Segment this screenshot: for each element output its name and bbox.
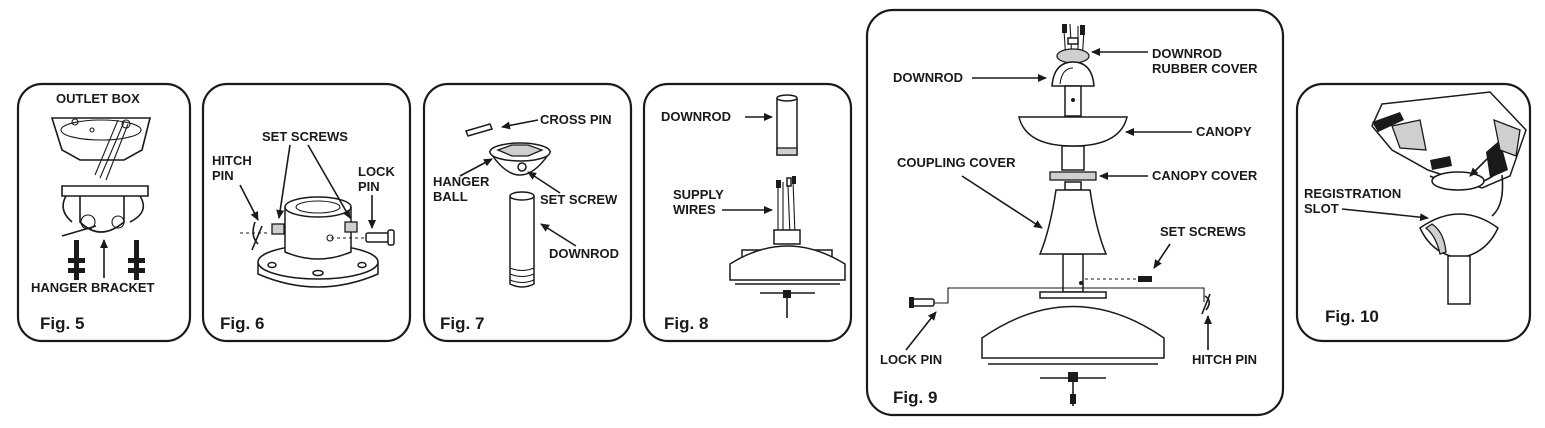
set-screw-arrow-right [307, 144, 351, 219]
fig6-caption: Fig. 6 [220, 314, 264, 333]
lock-pin-part [331, 229, 395, 246]
coupling-cover-label: COUPLING COVER [897, 155, 1016, 170]
supply-wires-label-line2: WIRES [673, 202, 716, 217]
hitch-pin-arrow [239, 184, 259, 221]
pin-guide-lines [912, 287, 1205, 304]
downrod-top-wires [1062, 23, 1085, 63]
hitch-pin-label-line1: HITCH [212, 153, 252, 168]
set-screw-arrow-left [276, 144, 291, 219]
downrod-label: DOWNROD [549, 246, 619, 261]
lock-pin-label-line1: LOCK [358, 164, 395, 179]
set-screws-label: SET SCREWS [1160, 224, 1246, 239]
outlet-box-drawing [50, 117, 152, 181]
fig10-panel: REGISTRATION SLOT Fig. 10 [1295, 82, 1532, 343]
hanger-bracket-drawing [61, 185, 149, 237]
hitch-pin-part [1201, 293, 1211, 315]
downrod-part [509, 191, 535, 288]
downrod-arrow [540, 223, 577, 247]
lock-pin-part [909, 297, 935, 308]
hanger-ball-label-line2: BALL [433, 189, 468, 204]
hitch-pin-label-line2: PIN [212, 168, 234, 183]
canopy-cover-part [1049, 171, 1097, 181]
registration-slot-label-line1: REGISTRATION [1304, 186, 1401, 201]
outlet-box-label: OUTLET BOX [56, 91, 140, 106]
fig9-panel: DOWNROD RUBBER COVER DOWNROD CANOPY CANO… [865, 8, 1285, 417]
lock-pin-label-line2: PIN [358, 179, 380, 194]
coupling-cover-arrow [961, 175, 1043, 229]
canopy-part [1018, 116, 1128, 147]
fig7-panel: CROSS PIN HANGER BALL SET SCREW DOWNROD … [422, 82, 633, 343]
lock-pin-arrow [905, 311, 937, 351]
canopy-cover-label: CANOPY COVER [1152, 168, 1258, 183]
set-screws-part [1085, 276, 1152, 282]
downrod-label: DOWNROD [661, 109, 731, 124]
cross-pin-part [464, 123, 494, 137]
supply-wires-part [776, 176, 796, 236]
set-screws-arrow [1153, 243, 1171, 269]
cross-pin-arrow [501, 119, 539, 130]
cross-pin-label: CROSS PIN [540, 112, 612, 127]
set-screw-label: SET SCREW [540, 192, 618, 207]
set-screws-label: SET SCREWS [262, 129, 348, 144]
hanger-bracket-label: HANGER BRACKET [31, 280, 155, 295]
registration-slot-arrow [1341, 208, 1429, 222]
rubber-cover-part [1056, 48, 1090, 64]
fig5-panel: OUTLET BOX HANGER BRACKET [16, 82, 192, 343]
fig8-caption: Fig. 8 [664, 314, 708, 333]
hanger-ball-part [1051, 61, 1095, 87]
hitch-pin-label: HITCH PIN [1192, 352, 1257, 367]
motor-housing-part [981, 291, 1165, 406]
bracket-screw-right [128, 240, 145, 280]
hitch-pin-part [251, 221, 263, 251]
motor-housing-part [729, 229, 846, 318]
hanger-ball-part [1419, 213, 1499, 305]
fig10-caption: Fig. 10 [1325, 307, 1379, 326]
hanger-ball-arrow [459, 158, 493, 177]
registration-slot-label-line2: SLOT [1304, 201, 1339, 216]
fig8-panel: DOWNROD SUPPLY WIRES Fig. 8 [642, 82, 853, 343]
canopy-label: CANOPY [1196, 124, 1252, 139]
downrod-label: DOWNROD [893, 70, 963, 85]
lock-pin-label: LOCK PIN [880, 352, 942, 367]
registration-arrow [1469, 155, 1491, 177]
rubber-cover-label-line1: DOWNROD [1152, 46, 1222, 61]
mounting-flange-drawing [257, 196, 379, 288]
rubber-cover-label-line2: RUBBER COVER [1152, 61, 1258, 76]
downrod-part [776, 94, 798, 156]
coupling-cover-part [1038, 189, 1108, 255]
bracket-screw-left [68, 240, 85, 280]
downrod-shaft [1061, 85, 1085, 293]
set-screw-arrow [527, 171, 561, 194]
fig5-caption: Fig. 5 [40, 314, 84, 333]
canopy-bracket-drawing [1371, 91, 1527, 217]
hanger-ball-part [488, 142, 552, 176]
fig7-caption: Fig. 7 [440, 314, 484, 333]
hanger-ball-label-line1: HANGER [433, 174, 490, 189]
fig5-frame [16, 82, 192, 343]
fig9-caption: Fig. 9 [893, 388, 937, 407]
right-set-screw-part [344, 221, 358, 233]
supply-wires-label-line1: SUPPLY [673, 187, 724, 202]
left-set-screw-part [271, 223, 285, 235]
fig6-panel: SET SCREWS HITCH PIN LOCK PIN [201, 82, 412, 343]
